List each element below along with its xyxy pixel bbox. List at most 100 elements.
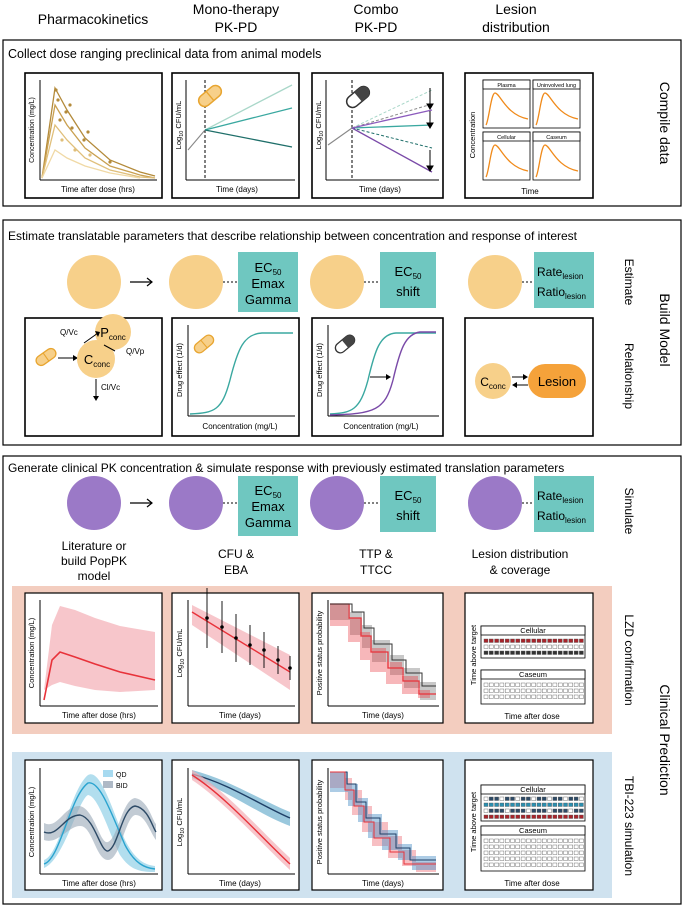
coverage-cell [536,850,542,855]
coverage-cell [536,644,542,649]
coverage-cell [568,844,573,849]
coverage-cell [547,638,552,643]
coverage-cell [542,682,547,687]
combo-xlabel: Time (days) [359,185,401,194]
coverage-cell [483,844,489,849]
col-header-pharmacokinetics: Pharmacokinetics [38,11,149,27]
coverage-cell [505,638,510,643]
coverage-cell [510,808,515,813]
coverage-cell [483,802,489,807]
coverage-cell [563,802,568,807]
mono-growth-line [187,129,206,151]
tbi-pk-panel: Concentration (mg/L) Time after dose (hr… [24,759,163,891]
coverage-cell [510,850,515,855]
coverage-cell [573,638,579,643]
tbi-cfu-panel: Log10 CFU/mL Time (days) [171,759,300,891]
coverage-cell [547,796,552,801]
coverage-cell [505,862,510,867]
coverage-cell [552,838,558,843]
coverage-cell [489,650,494,655]
svg-text:Time after dose (hrs): Time after dose (hrs) [62,879,136,888]
coverage-cell [579,862,584,867]
coverage-cell [536,694,542,699]
lesion-subpanel: Uninvolved lung [532,79,581,129]
coverage-cell [558,862,563,867]
svg-text:Gamma: Gamma [245,292,292,307]
cfu-observed-point [220,625,224,629]
coverage-cell [563,682,568,687]
coverage-cell [573,838,579,843]
coverage-cell [542,638,547,643]
estimate-row: EC50 Emax Gamma EC50 shift Ratelesion Ra… [67,252,594,312]
coverage-cell [579,688,584,693]
tbi-lesion-panel: Time above target Time after dose Cellul… [464,759,594,891]
coverage-cell [520,802,526,807]
coverage-cell [558,802,563,807]
coverage-cell [515,838,520,843]
coverage-cell [494,844,499,849]
coverage-cell [526,802,531,807]
coverage-cell [558,814,563,819]
coverage-cell [483,796,489,801]
coverage-cell [547,644,552,649]
coverage-cell [483,856,489,861]
coverage-cell [552,802,558,807]
svg-text:Q/Vp: Q/Vp [126,347,145,356]
coverage-cell [505,856,510,861]
coverage-cell [568,682,573,687]
coverage-cell [573,844,579,849]
coverage-cell [558,838,563,843]
coverage-cell [552,850,558,855]
coverage-cell [494,796,499,801]
svg-text:Cellular: Cellular [520,626,546,635]
coverage-cell [573,850,579,855]
coverage-cell [558,682,563,687]
coverage-cell [515,814,520,819]
coverage-cell [536,682,542,687]
lzd-cfu-panel: Log10 CFU/mL Time (days) [171,588,300,724]
lzd-pk-panel: Concentration (mg/L) Time after dose (hr… [24,592,163,724]
coverage-cell [563,862,568,867]
lzd-label: LZD confirmation [622,614,636,705]
svg-text:Lesion: Lesion [538,374,576,389]
coverage-cell [526,650,531,655]
coverage-cell [494,638,499,643]
lesion-xlabel: Time [521,187,539,196]
coverage-cell [552,650,558,655]
coverage-cell [568,856,573,861]
coverage-cell [579,808,584,813]
coverage-cell [579,650,584,655]
svg-text:Time (days): Time (days) [219,879,261,888]
coverage-cell [510,644,515,649]
coverage-cell [536,808,542,813]
drug-effect-pill-icon [193,334,215,354]
coverage-cell [542,838,547,843]
coverage-cell [526,694,531,699]
coverage-cell [520,808,526,813]
coverage-cell [531,796,536,801]
coverage-cell [558,638,563,643]
coverage-cell [526,844,531,849]
coverage-cell [526,682,531,687]
coverage-cell [494,838,499,843]
coverage-cell [515,644,520,649]
coverage-cell [547,802,552,807]
coverage-cell [542,650,547,655]
coverage-cell [499,802,505,807]
coverage-cell [568,694,573,699]
col-header-combo-line1: Combo [353,1,398,17]
coverage-cell [573,802,579,807]
coverage-cell [531,838,536,843]
coverage-cell [483,808,489,813]
coverage-cell [505,644,510,649]
coverage-cell [499,808,505,813]
coverage-cell [573,808,579,813]
svg-text:Concentration (mg/L): Concentration (mg/L) [27,617,36,688]
coverage-cell [494,682,499,687]
coverage-cell [520,838,526,843]
panel-pk-preclinical: Concentration (mg/L) Time after dose (hr… [24,72,163,199]
coverage-cell [547,850,552,855]
coverage-cell [579,682,584,687]
coverage-cell [579,802,584,807]
